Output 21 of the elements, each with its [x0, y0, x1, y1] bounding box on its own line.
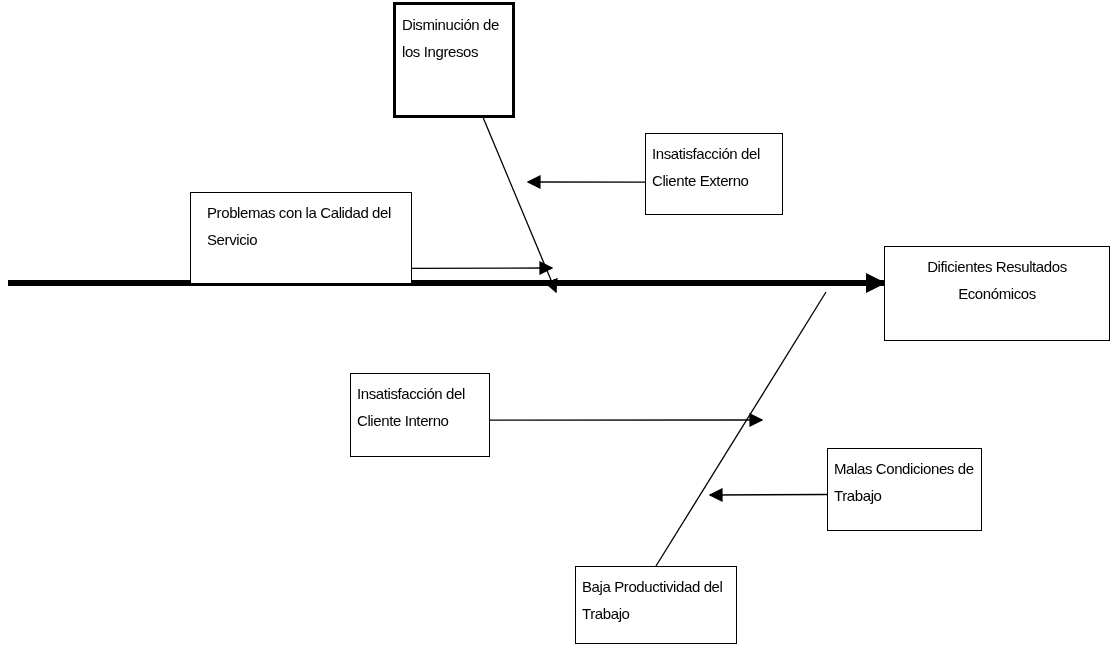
arrow	[526, 175, 646, 189]
cause-text: Insatisfacción del Cliente Externo	[652, 144, 761, 191]
cause-box	[827, 448, 982, 531]
cause-text: Baja Productividad del Trabajo	[582, 577, 724, 624]
arrow	[489, 413, 764, 427]
cause-text: Malas Condiciones de Trabajo	[834, 459, 975, 506]
arrow	[708, 487, 828, 502]
cause-box	[575, 566, 737, 644]
effect-box	[884, 246, 1110, 341]
cause-text: Disminución de los Ingresos	[402, 15, 500, 62]
arrow	[411, 261, 554, 276]
cause-box	[350, 373, 490, 457]
cause-box	[190, 192, 412, 284]
cause-text: Insatisfacción del Cliente Interno	[357, 384, 466, 431]
spine-arrow	[8, 273, 886, 294]
bone-line	[655, 291, 827, 567]
cause-box	[645, 133, 783, 215]
cause-text: Problemas con la Calidad del Servicio	[207, 203, 392, 250]
effect-text: Dificientes Resultados Económicos	[926, 257, 1068, 304]
arrow	[482, 117, 558, 294]
cause-box	[393, 2, 515, 118]
